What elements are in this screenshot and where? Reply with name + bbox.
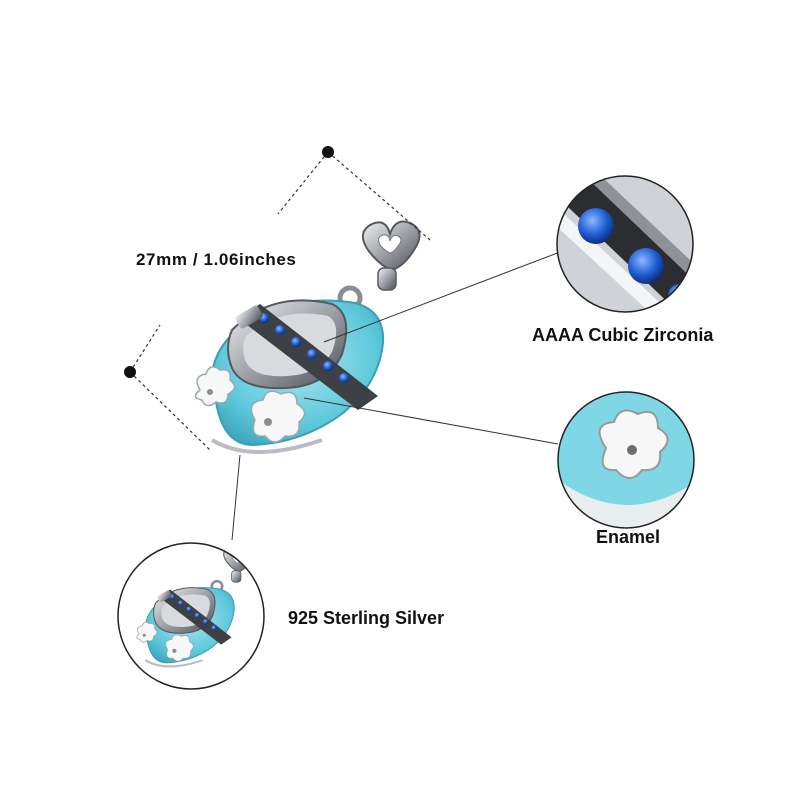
zoom-cubic-zirconia [556, 175, 694, 313]
cubic-zirconia-label: AAAA Cubic Zirconia [532, 325, 714, 345]
dimension-label: 27mm / 1.06inches [136, 250, 297, 269]
dimension-endpoint [322, 146, 334, 158]
enamel-label: Enamel [596, 527, 661, 547]
zoom-sterling-silver [117, 542, 265, 690]
dimension-endpoint [124, 366, 136, 378]
callout-lines [231, 251, 561, 541]
dimension-lines [129, 151, 431, 451]
zoom-enamel [557, 391, 695, 529]
sterling-silver-label: 925 Sterling Silver [288, 608, 445, 628]
